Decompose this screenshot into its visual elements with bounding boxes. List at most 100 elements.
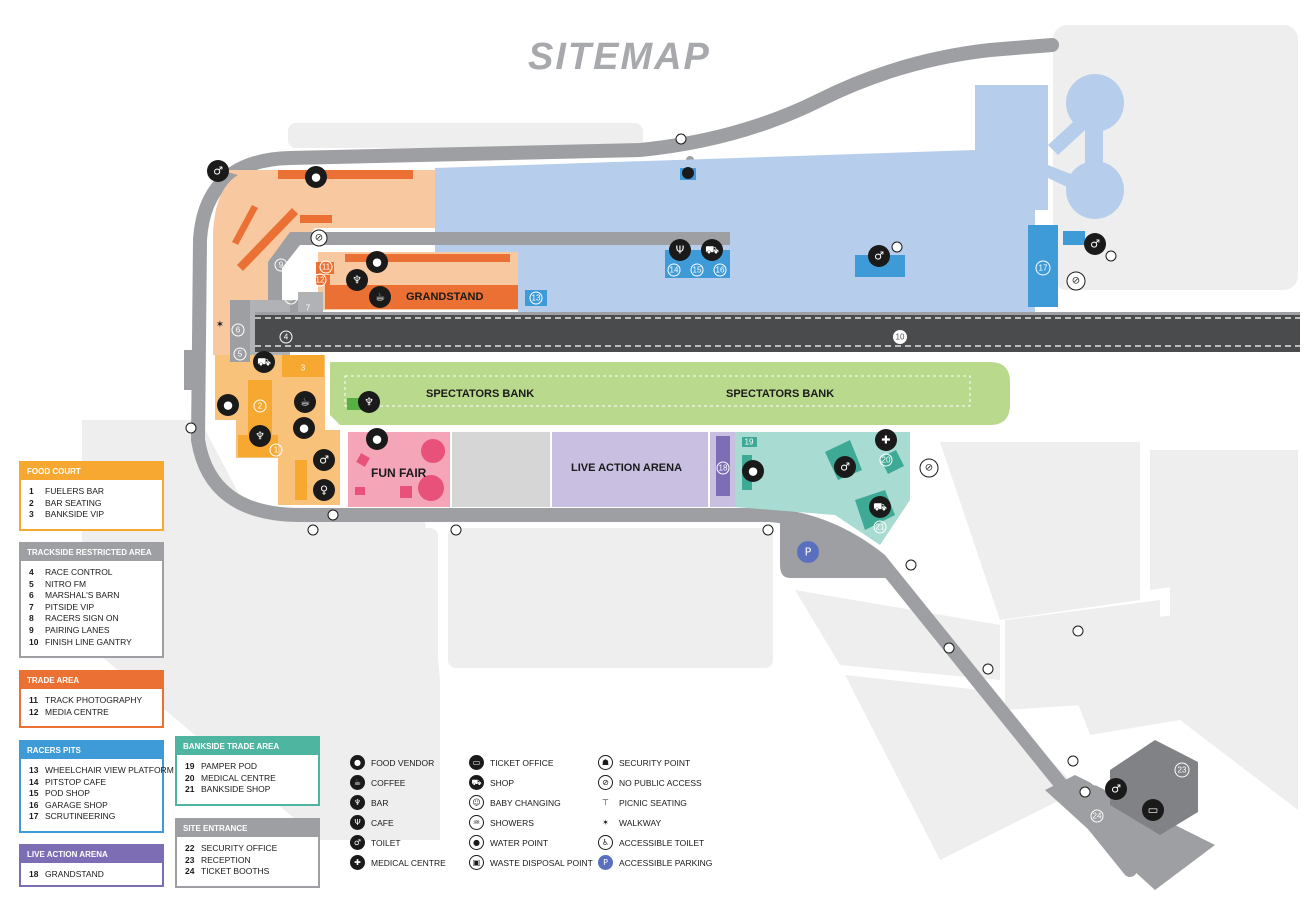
marker-17: 17	[1035, 260, 1051, 276]
key-item-label: ACCESSIBLE TOILET	[619, 837, 705, 848]
shopping-cart-icon: ⛟	[469, 775, 484, 791]
race-track	[255, 312, 1300, 352]
legend-trackside-title: TRACKSIDE RESTRICTED AREA	[21, 544, 162, 561]
key-item: ☺BABY CHANGING	[469, 794, 561, 811]
key-item-label: MEDICAL CENTRE	[371, 857, 446, 868]
svg-text:●: ●	[299, 422, 309, 435]
svg-text:8: 8	[289, 294, 294, 303]
svg-text:18: 18	[719, 464, 728, 473]
svg-text:22: 22	[1092, 775, 1101, 784]
marker-11: 11	[319, 260, 333, 274]
legend-item-number: 20	[185, 772, 195, 783]
key-item-label: WASTE DISPOSAL POINT	[490, 857, 593, 868]
key-item-label: WATER POINT	[490, 837, 549, 848]
legend-item-number: 5	[29, 578, 34, 589]
water-drop-icon	[185, 422, 197, 434]
legend-item-number: 14	[29, 776, 39, 787]
svg-text:20: 20	[882, 456, 891, 465]
water-drop-icon	[891, 241, 903, 253]
racers-pits-area	[435, 74, 1124, 312]
legend-item-label: BAR SEATING	[45, 497, 102, 508]
legend-item-label: RECEPTION	[201, 854, 251, 865]
legend-item-number: 11	[29, 695, 38, 705]
svg-text:♆: ♆	[364, 396, 374, 409]
legend-item-label: RACERS SIGN ON	[45, 613, 119, 624]
water-drop-icon	[982, 663, 994, 675]
security-guard-icon	[327, 509, 339, 521]
svg-text:✚: ✚	[881, 434, 890, 447]
svg-text:⛟: ⛟	[873, 501, 887, 514]
svg-text:⛟: ⛟	[257, 356, 271, 369]
legend-item-number: 21	[185, 784, 195, 795]
key-item: ☗SECURITY POINT	[598, 754, 690, 771]
legend-item-number: 13	[29, 765, 39, 775]
legend-site-entrance-title: SITE ENTRANCE	[177, 820, 318, 837]
marker-4: 4	[279, 330, 293, 344]
spectators-bank-label-1: SPECTATORS BANK	[426, 388, 534, 400]
no-entry-icon: ⊘	[310, 229, 328, 247]
legend-item-label: TRACK PHOTOGRAPHY	[45, 695, 143, 705]
marker-19: 19	[745, 438, 754, 447]
water-drop-icon	[1105, 250, 1117, 262]
water-drop-icon	[675, 133, 687, 145]
legend-item-label: PITSIDE VIP	[45, 601, 95, 612]
legend-live-action-title: LIVE ACTION ARENA	[21, 846, 162, 863]
legend-item-number: 4	[29, 567, 34, 577]
marker-6: 6	[231, 323, 245, 337]
legend-item-label: GARAGE SHOP	[45, 799, 108, 810]
key-item: ●WATER POINT	[469, 834, 549, 851]
svg-text:♆: ♆	[352, 274, 362, 287]
svg-text:●: ●	[748, 465, 758, 478]
legend-item-number: 3	[29, 509, 34, 520]
legend-item-label: NITRO FM	[45, 578, 87, 589]
shower-icon: ♒	[469, 815, 484, 831]
numbered-markers: 1 2 3 4 5 6 7 8 9 10 11 12 13 14 15 16 1…	[231, 258, 1190, 823]
legend-item-number: 8	[29, 613, 34, 624]
svg-text:♆: ♆	[255, 430, 265, 443]
key-item: ▣ WASTE DISPOSAL POINT	[469, 854, 593, 871]
medical-cross-icon: ✚	[350, 855, 365, 871]
key-item-label: CAFE	[371, 817, 394, 828]
no-entry-icon: ⊘	[1066, 271, 1086, 291]
svg-text:11: 11	[322, 263, 331, 272]
marker-21: 21	[873, 520, 887, 534]
key-item-label: BABY CHANGING	[490, 797, 561, 808]
toilet-icon: ♀	[313, 479, 335, 501]
legend-food-court-title: FOOD COURT	[21, 463, 162, 480]
marker-18: 18	[716, 461, 730, 475]
legend-item-label: MEDIA CENTRE	[45, 706, 109, 717]
svg-text:●: ●	[311, 171, 321, 184]
key-item-label: COFFEE	[371, 777, 406, 788]
legend-item: 8 RACERS SIGN ON	[29, 613, 158, 625]
key-item-label: NO PUBLIC ACCESS	[619, 777, 702, 788]
svg-text:3: 3	[301, 364, 306, 373]
key-item-label: FOOD VENDOR	[371, 757, 435, 768]
key-item: ✶WALKWAY	[598, 814, 661, 830]
svg-text:⊘: ⊘	[1072, 276, 1080, 287]
key-item: ⊤PICNIC SEATING	[598, 794, 687, 810]
burger-icon: ●	[305, 166, 327, 188]
key-item-label: WALKWAY	[619, 817, 662, 828]
marker-5: 5	[233, 347, 247, 361]
svg-text:24: 24	[1093, 812, 1102, 821]
svg-text:♂: ♂	[213, 165, 223, 178]
legend-item-label: FUELERS BAR	[45, 486, 105, 496]
legend-item-label: SCRUTINEERING	[45, 811, 116, 822]
svg-text:1: 1	[274, 446, 279, 455]
key-item-label: BAR	[371, 797, 389, 808]
wine-glass-icon: ♆	[346, 269, 368, 291]
svg-text:●: ●	[372, 433, 382, 446]
waste-truck-icon: ▣	[469, 855, 484, 871]
water-drop-icon	[1067, 755, 1079, 767]
